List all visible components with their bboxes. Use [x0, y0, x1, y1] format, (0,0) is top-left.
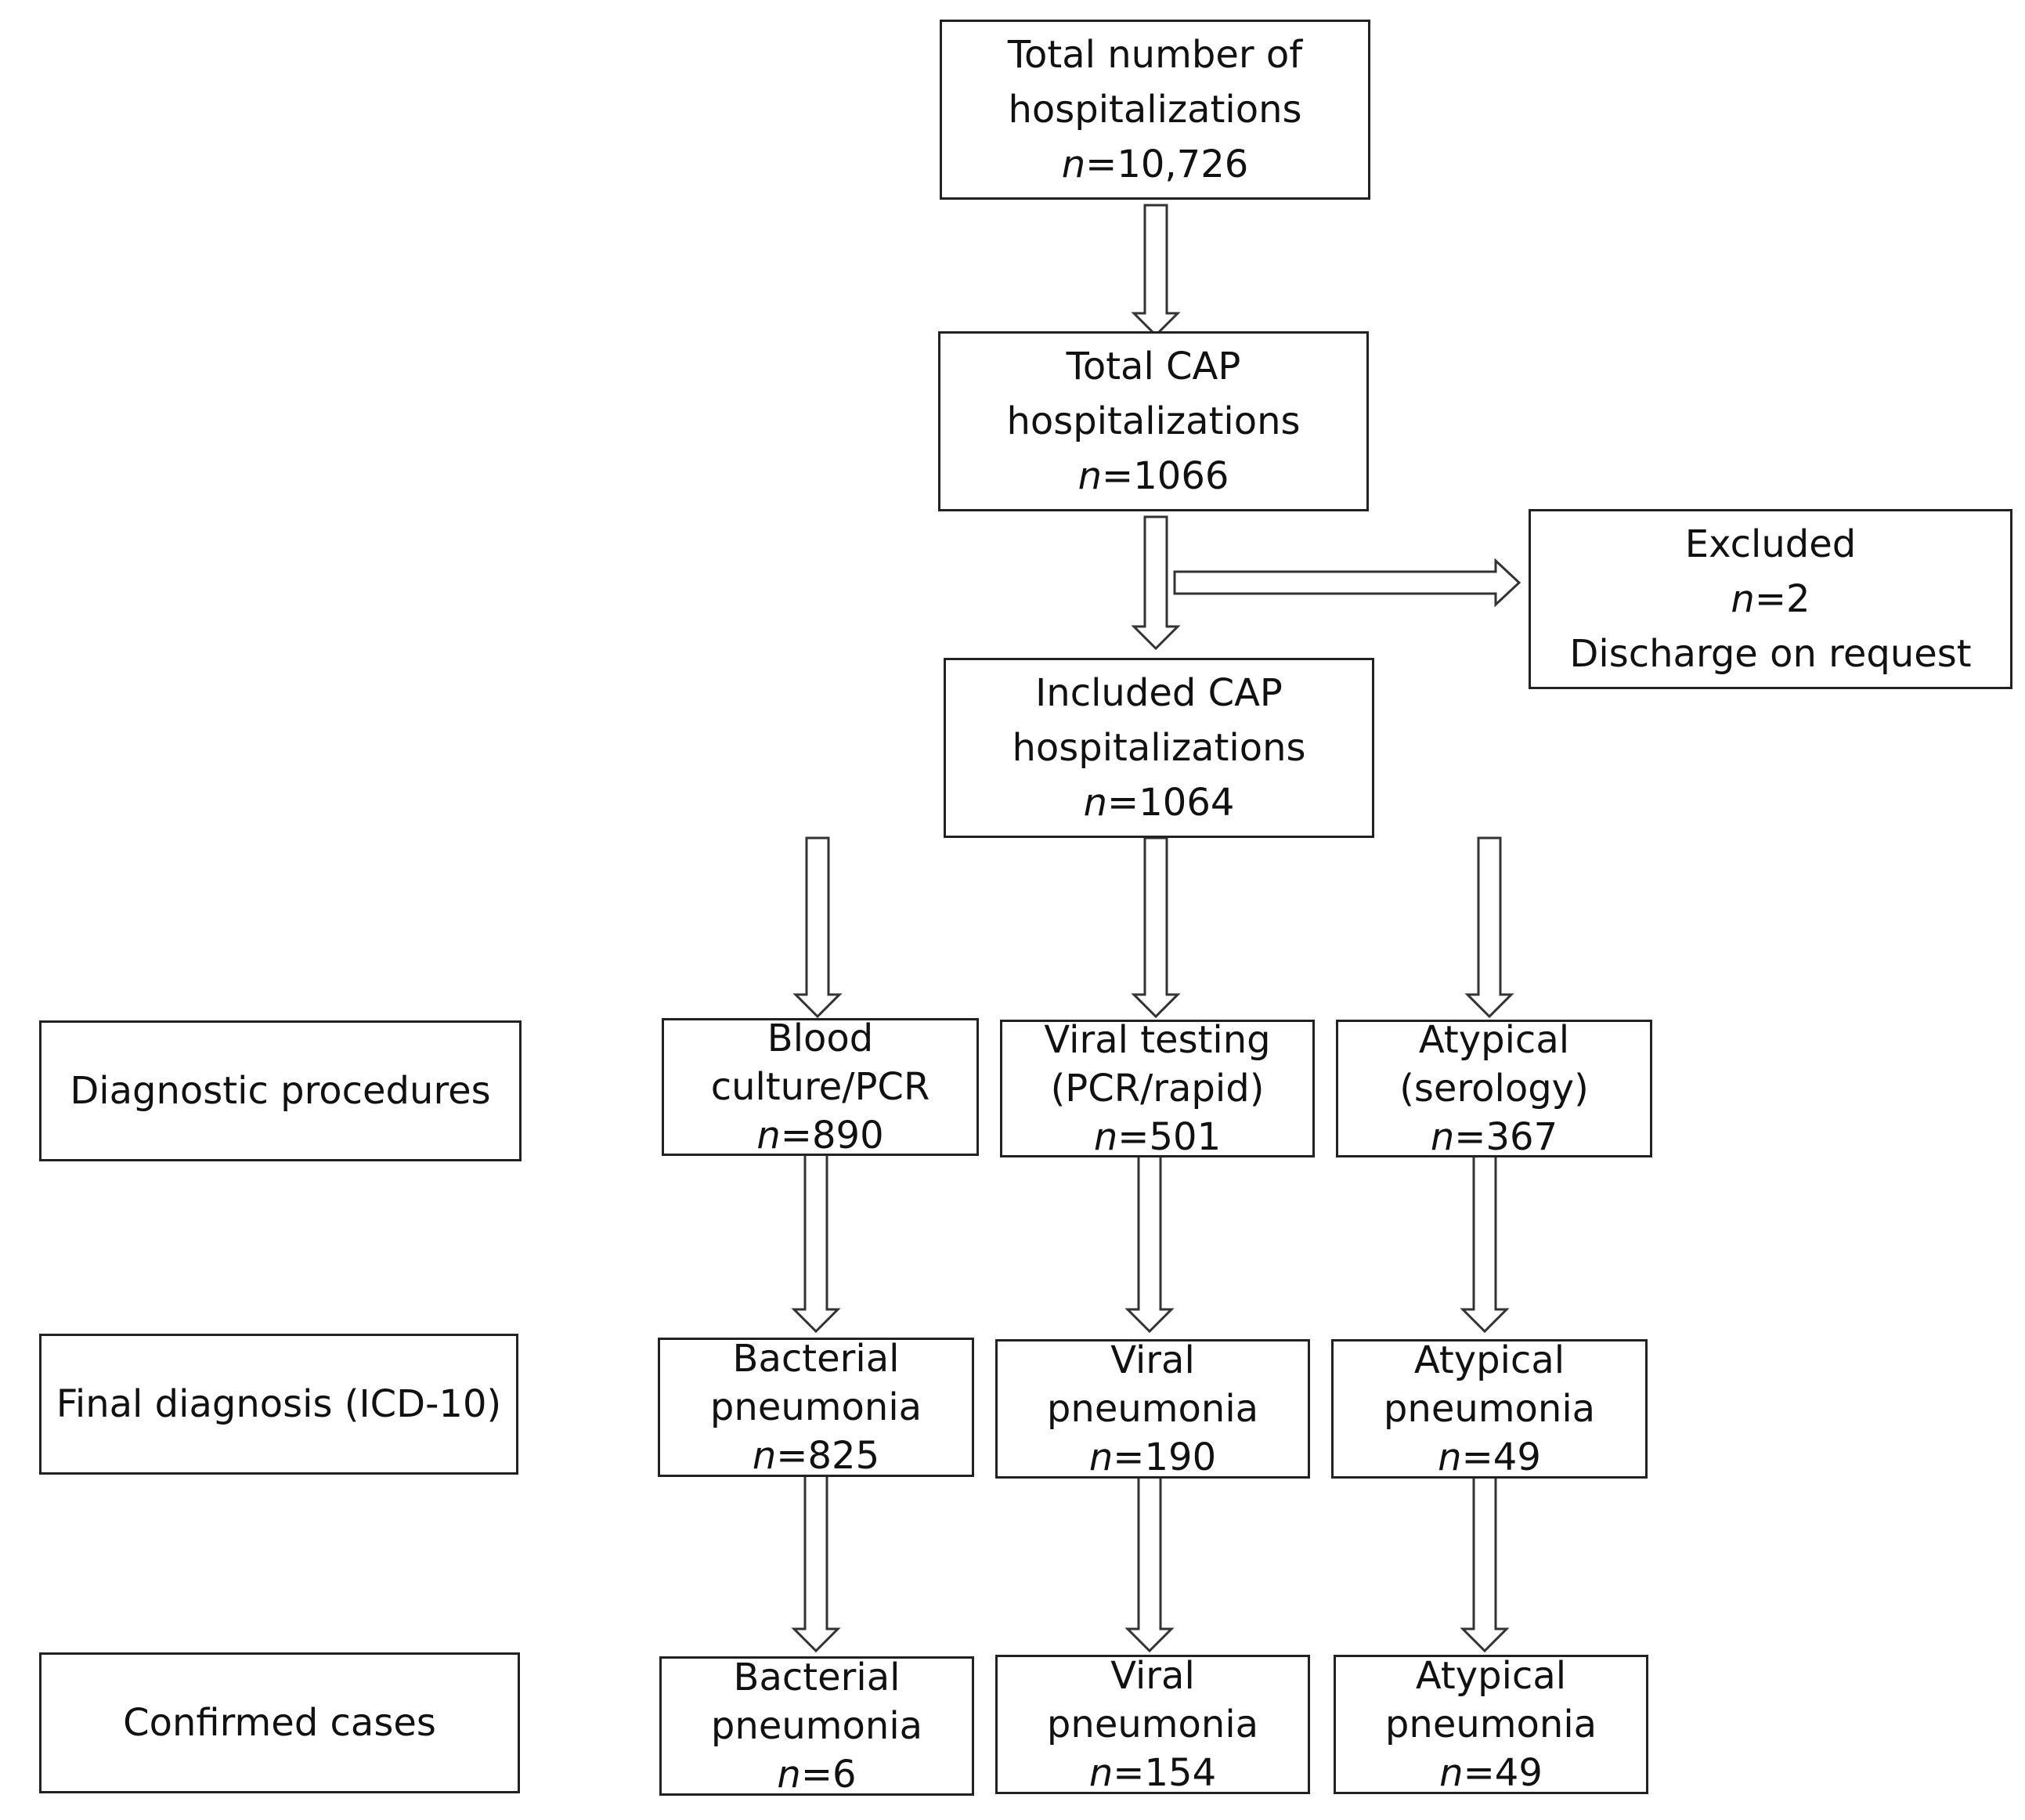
count-label: n=1066	[1077, 454, 1229, 498]
arrow-cap-to-excluded	[1173, 558, 1521, 608]
box-line: pneumonia	[709, 1385, 922, 1429]
box-line: Excluded	[1684, 522, 1857, 566]
box-line: hospitalizations	[1008, 88, 1302, 132]
arrow-atypical-dx-to-confirmed	[1460, 1471, 1510, 1653]
box-line: hospitalizations	[1012, 726, 1306, 770]
box-line: pneumonia	[710, 1704, 923, 1748]
box-line: Included CAP	[1035, 671, 1283, 715]
row-label-text: Confirmed cases	[123, 1701, 436, 1745]
box-line: pneumonia	[1384, 1703, 1597, 1746]
box-line: culture/PCR	[710, 1065, 930, 1109]
arrow-included-to-blood	[792, 836, 843, 1019]
atypical-confirmed-box: Atypical pneumonia n=49	[1334, 1654, 1648, 1795]
box-line: Atypical	[1418, 1018, 1570, 1062]
box-line: pneumonia	[1046, 1703, 1259, 1746]
arrow-viral-test-to-viral-dx	[1124, 1151, 1175, 1334]
row-label-confirmed-cases: Confirmed cases	[39, 1652, 520, 1793]
box-line: pneumonia	[1046, 1387, 1259, 1431]
arrow-viral-dx-to-confirmed	[1124, 1471, 1175, 1653]
exclusion-reason: Discharge on request	[1569, 632, 1972, 676]
bacterial-confirmed-box: Bacterial pneumonia n=6	[659, 1656, 974, 1797]
box-line: Viral	[1110, 1338, 1195, 1382]
arrow-total-to-cap	[1131, 204, 1181, 338]
row-label-text: Diagnostic procedures	[70, 1069, 491, 1113]
count-label: n=501	[1093, 1115, 1222, 1159]
count-label: n=10,726	[1061, 143, 1249, 186]
box-line: (PCR/rapid)	[1050, 1067, 1265, 1110]
blood-culture-box: Blood culture/PCR n=890	[662, 1017, 979, 1157]
viral-testing-box: Viral testing (PCR/rapid) n=501	[1000, 1018, 1315, 1159]
count-label: n=2	[1731, 577, 1810, 621]
row-label-final-diagnosis: Final diagnosis (ICD-10)	[39, 1334, 518, 1475]
box-line: Atypical	[1413, 1338, 1565, 1382]
count-label: n=154	[1088, 1751, 1217, 1795]
box-line: Viral testing	[1044, 1018, 1271, 1062]
box-line: Blood	[767, 1017, 874, 1060]
viral-diagnosis-box: Viral pneumonia n=190	[995, 1338, 1310, 1479]
count-label: n=1064	[1083, 781, 1235, 825]
count-label: n=890	[756, 1114, 884, 1157]
bacterial-diagnosis-box: Bacterial pneumonia n=825	[658, 1337, 974, 1478]
arrow-blood-to-bacterial-dx	[791, 1151, 841, 1334]
box-line: Bacterial	[733, 1656, 901, 1699]
count-label: n=190	[1088, 1435, 1217, 1479]
atypical-diagnosis-box: Atypical pneumonia n=49	[1331, 1338, 1648, 1479]
box-line: Total CAP	[1066, 345, 1241, 388]
arrow-included-to-atypical-test	[1464, 836, 1514, 1019]
box-line: Viral	[1110, 1654, 1195, 1698]
box-line: hospitalizations	[1006, 399, 1301, 443]
box-line: Bacterial	[732, 1337, 900, 1381]
count-label: n=6	[777, 1753, 857, 1797]
arrow-atypical-test-to-atypical-dx	[1460, 1151, 1510, 1334]
count-label: n=367	[1430, 1115, 1558, 1159]
total-hospitalizations-box: Total number of hospitalizations n=10,72…	[940, 20, 1370, 200]
arrow-included-to-viral-test	[1131, 836, 1181, 1019]
arrow-cap-to-included	[1131, 515, 1181, 651]
total-cap-box: Total CAP hospitalizations n=1066	[938, 331, 1369, 511]
box-line: Total number of	[1007, 33, 1303, 77]
box-line: Atypical	[1415, 1654, 1567, 1698]
count-label: n=49	[1439, 1751, 1543, 1795]
atypical-serology-box: Atypical (serology) n=367	[1336, 1018, 1652, 1159]
excluded-box: Excluded n=2 Discharge on request	[1529, 509, 2012, 689]
count-label: n=49	[1438, 1435, 1541, 1479]
row-label-diagnostic-procedures: Diagnostic procedures	[39, 1020, 522, 1161]
count-label: n=825	[752, 1434, 880, 1478]
viral-confirmed-box: Viral pneumonia n=154	[995, 1654, 1310, 1795]
box-line: pneumonia	[1383, 1387, 1596, 1431]
arrow-bacterial-dx-to-confirmed	[791, 1471, 841, 1653]
row-label-text: Final diagnosis (ICD-10)	[56, 1382, 502, 1426]
included-cap-box: Included CAP hospitalizations n=1064	[944, 658, 1374, 838]
box-line: (serology)	[1399, 1067, 1589, 1110]
